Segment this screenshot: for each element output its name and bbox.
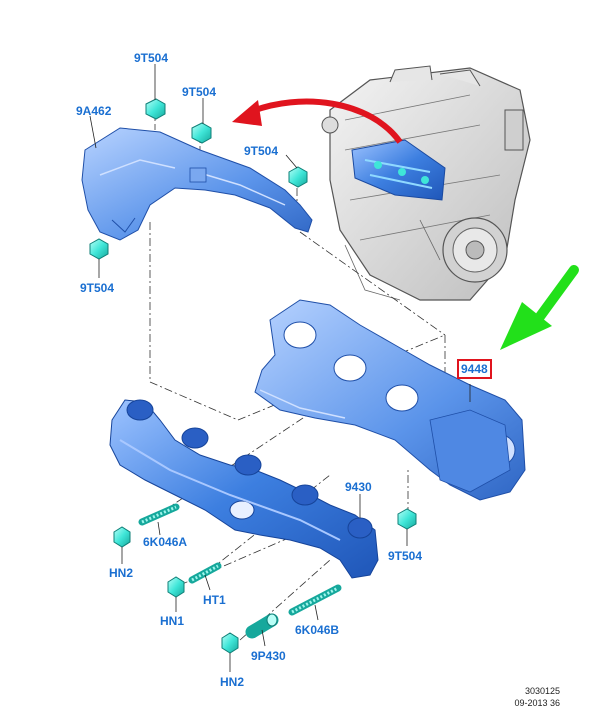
label-gasket[interactable]: 9448	[457, 359, 492, 379]
stud-left	[138, 503, 180, 526]
label-manifold[interactable]: 9430	[345, 480, 372, 494]
nut-bottom	[221, 632, 239, 654]
heat-shield	[81, 127, 313, 241]
label-nut-bottom[interactable]: HN2	[220, 675, 245, 689]
label-nut-center[interactable]: HN1	[160, 614, 185, 628]
nut-manifold-right	[397, 508, 417, 530]
nut-heat-shield-right	[288, 166, 308, 188]
nut-left	[113, 526, 131, 548]
leader-lines	[89, 64, 471, 672]
nut-heat-shield-left	[89, 238, 109, 260]
nut-top-right	[191, 122, 212, 144]
label-stud-right[interactable]: 6K046B	[295, 623, 340, 637]
label-nut-top-right[interactable]: 9T504	[182, 85, 217, 99]
label-heat-shield[interactable]: 9A462	[76, 104, 112, 118]
gasket	[254, 299, 526, 501]
engine-illustration	[321, 65, 531, 301]
nut-top-center	[145, 98, 166, 120]
label-nut-manifold-right[interactable]: 9T504	[388, 549, 423, 563]
label-spacer[interactable]: 9P430	[251, 649, 286, 663]
label-nut-heat-shield-right[interactable]: 9T504	[244, 144, 279, 158]
label-nut-left[interactable]: HN2	[109, 566, 134, 580]
green-arrow	[500, 265, 579, 350]
stud-center	[188, 562, 222, 584]
stud-right	[288, 584, 342, 616]
label-stud-left[interactable]: 6K046A	[143, 535, 188, 549]
spacer	[245, 613, 279, 639]
label-nut-top-center[interactable]: 9T504	[134, 51, 169, 65]
exhaust-manifold	[109, 399, 379, 579]
reference-number: 3030125	[524, 686, 560, 696]
reference-date-code: 09-2013 36	[514, 698, 560, 708]
nut-center	[167, 576, 185, 598]
label-nut-heat-shield-left[interactable]: 9T504	[80, 281, 115, 295]
red-arrow	[232, 98, 403, 144]
label-stud-center[interactable]: HT1	[203, 593, 226, 607]
